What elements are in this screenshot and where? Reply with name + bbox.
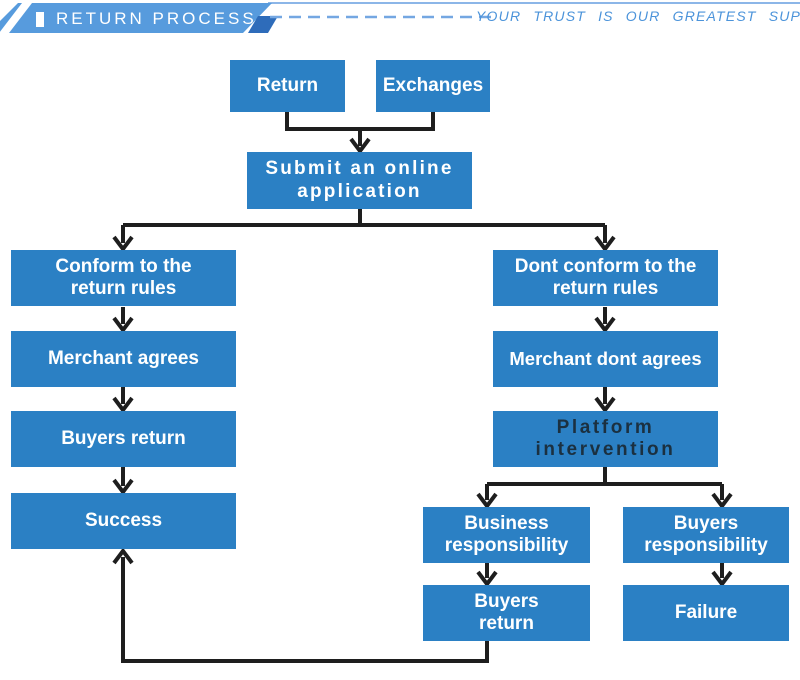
connector-merge-bracket <box>285 112 435 131</box>
arrowhead <box>349 137 371 155</box>
arrowhead <box>112 396 134 414</box>
node-submit-application: Submit an online application <box>247 152 472 209</box>
header-tagline: YOUR TRUST IS OUR GREATEST SUPPORT <box>476 8 800 24</box>
node-platform-intervention: Platform intervention <box>493 411 718 467</box>
node-dont-conform-rules: Dont conform to the return rules <box>493 250 718 306</box>
node-conform-rules: Conform to the return rules <box>11 250 236 306</box>
arrowhead-up <box>112 547 134 565</box>
node-buyers-return: Buyers return <box>11 411 236 467</box>
arrowhead <box>594 235 616 253</box>
connector-feedback-loop <box>121 557 489 663</box>
node-merchant-dont-agrees: Merchant dont agrees <box>493 331 718 387</box>
node-buyers-return-final: Buyers return <box>423 585 590 641</box>
arrowhead <box>711 492 733 510</box>
arrowhead <box>112 235 134 253</box>
node-business-responsibility: Business responsibility <box>423 507 590 563</box>
banner-fold <box>248 16 278 33</box>
title-bar-icon <box>36 12 44 27</box>
arrowhead <box>594 316 616 334</box>
node-success: Success <box>11 493 236 549</box>
arrowhead <box>711 570 733 588</box>
node-return: Return <box>230 60 345 112</box>
arrowhead <box>476 570 498 588</box>
node-merchant-agrees: Merchant agrees <box>11 331 236 387</box>
page-title: RETURN PROCESS <box>56 9 257 28</box>
arrowhead <box>112 316 134 334</box>
banner-corner-cut <box>0 3 18 21</box>
node-buyers-responsibility: Buyers responsibility <box>623 507 789 563</box>
node-exchanges: Exchanges <box>376 60 490 112</box>
banner-ribbon <box>0 3 272 33</box>
node-failure: Failure <box>623 585 789 641</box>
header-banner-graphic <box>0 2 800 33</box>
arrowhead <box>476 492 498 510</box>
arrowhead <box>594 396 616 414</box>
banner-slash-stripe <box>0 3 32 33</box>
arrowhead <box>112 478 134 496</box>
